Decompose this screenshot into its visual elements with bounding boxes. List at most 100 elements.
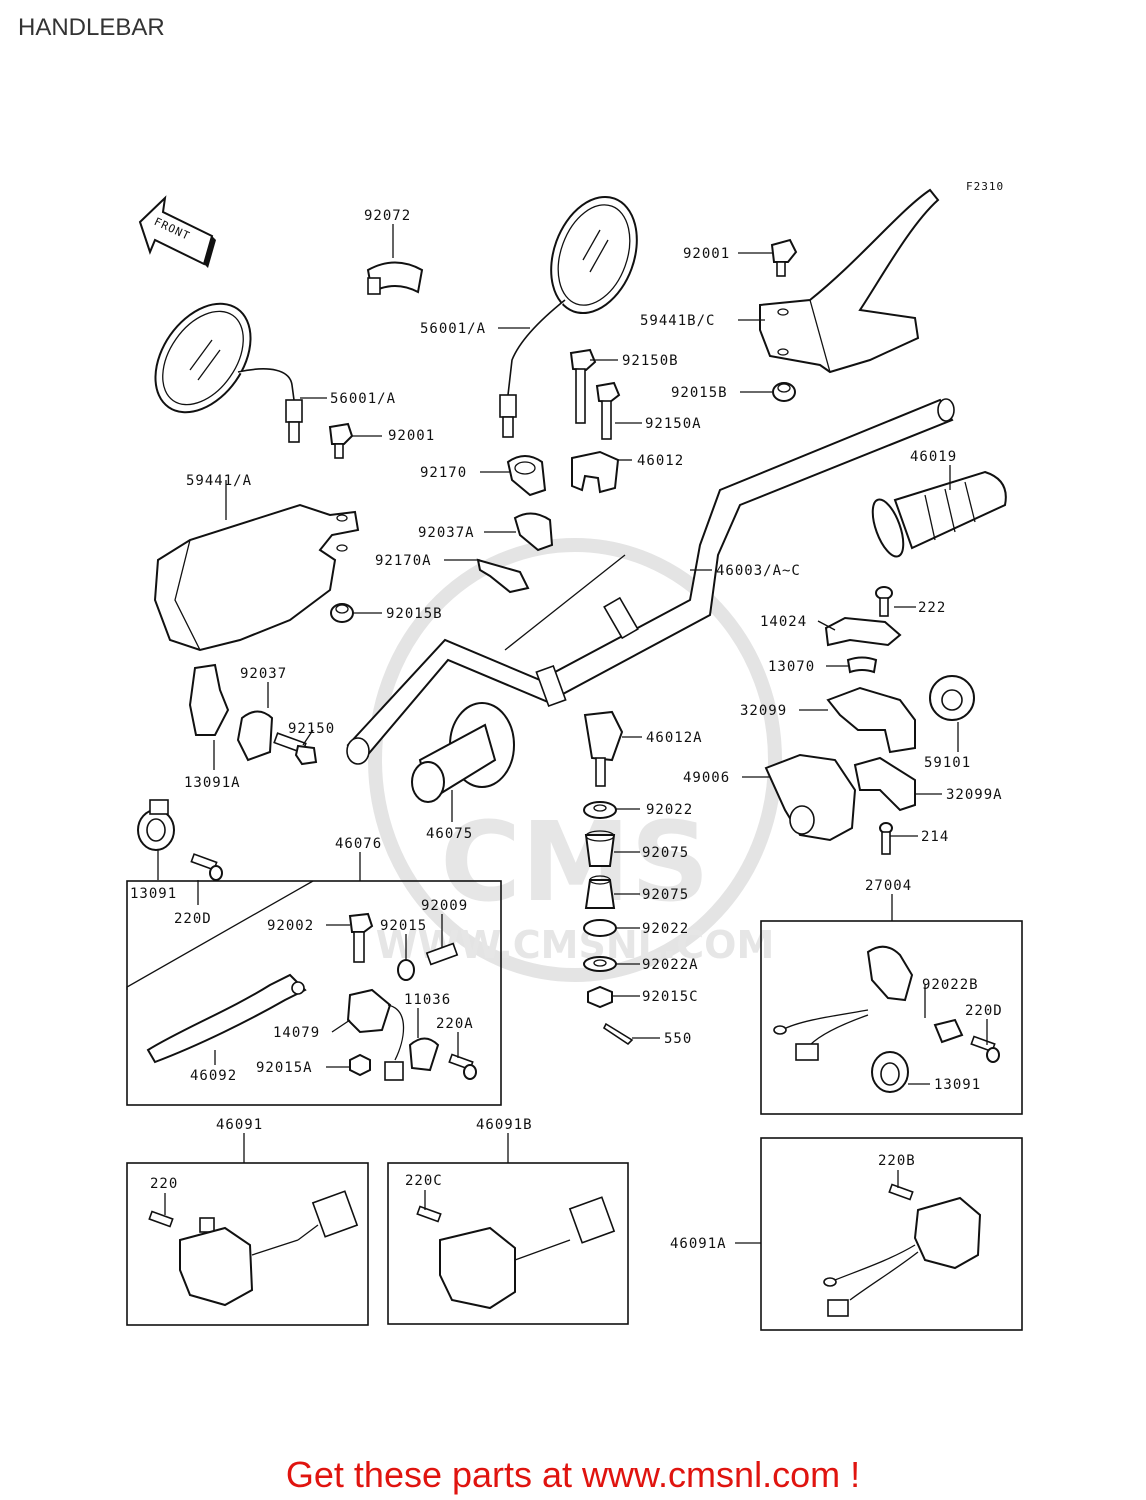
label-92001-left: 92001 <box>388 428 435 444</box>
grip-46019-part <box>871 470 1007 558</box>
label-46092: 46092 <box>190 1068 237 1084</box>
grip-46075-part <box>411 702 515 803</box>
switch-46091b-part <box>416 1196 616 1310</box>
label-92009: 92009 <box>421 898 468 914</box>
label-46091: 46091 <box>216 1117 263 1133</box>
case-49006-part <box>764 753 857 842</box>
pulley-59101-part <box>929 675 975 721</box>
label-92075-lower: 92075 <box>642 887 689 903</box>
figure-code: F2310 <box>966 180 1004 193</box>
label-13070: 13070 <box>768 659 815 675</box>
washer-92022-lower-part <box>583 919 617 937</box>
label-220a: 220A <box>436 1016 474 1032</box>
label-550: 550 <box>664 1031 692 1047</box>
label-92015b-left: 92015B <box>386 606 443 622</box>
adjuster-92009-part <box>425 942 459 966</box>
label-222: 222 <box>918 600 946 616</box>
box-46076-leader-frame <box>126 880 314 990</box>
label-92022-lower: 92022 <box>642 921 689 937</box>
holder-46012a-part <box>583 710 624 787</box>
switch-27004-part <box>773 945 914 1061</box>
watermark-logo-text: CMS <box>440 798 709 926</box>
label-92037a: 92037A <box>418 525 475 541</box>
label-11036: 11036 <box>404 992 451 1008</box>
nut-92015b-right-part <box>772 382 796 402</box>
label-46003: 46003/A~C <box>716 563 801 579</box>
handlebar-exploded-diagram: CMS WWW.CMSNL.COM F2310 FRONT <box>126 180 1023 1331</box>
label-56001a-left: 56001/A <box>330 391 396 407</box>
clip-92022b-part <box>933 1018 964 1044</box>
footer-promo-text[interactable]: Get these parts at www.cmsnl.com ! <box>285 1454 861 1495</box>
screw-214-part <box>879 822 893 855</box>
bolt-92001-left-part <box>328 422 354 459</box>
label-92015c: 92015C <box>642 989 699 1005</box>
label-92037: 92037 <box>240 666 287 682</box>
label-220: 220 <box>150 1176 178 1192</box>
label-46075: 46075 <box>426 826 473 842</box>
switch-11036-part <box>384 1004 440 1081</box>
label-13091-left: 13091 <box>130 886 177 902</box>
switch-box-46091 <box>126 1162 369 1326</box>
screw-222-part <box>875 586 893 617</box>
label-46091b: 46091B <box>476 1117 533 1133</box>
label-32099a: 32099A <box>946 787 1003 803</box>
label-13091-right: 13091 <box>934 1077 981 1093</box>
label-14024: 14024 <box>760 614 807 630</box>
bolt-92150-part <box>273 732 318 766</box>
bolt-92002-part <box>348 912 374 963</box>
label-14079: 14079 <box>273 1025 320 1041</box>
washer-92022a-part <box>583 956 617 972</box>
clamp-13091-right-part <box>871 1051 909 1093</box>
nut-92015b-left-part <box>330 603 354 623</box>
label-56001a-right: 56001/A <box>420 321 486 337</box>
bolt-92001-right-part <box>770 238 798 277</box>
clamp-92037-part <box>188 663 274 762</box>
bush-92075-upper-part <box>584 830 616 867</box>
bush-92075-lower-part <box>584 875 616 909</box>
part-number-labels: 92072 56001/A 56001/A 92001 59441B/C 921… <box>130 208 1003 1252</box>
label-92022-upper: 92022 <box>646 802 693 818</box>
bolt-92150a-part <box>595 381 621 440</box>
label-46091a: 46091A <box>670 1236 727 1252</box>
lever-46092-part <box>146 973 307 1064</box>
clamp-92072-part <box>366 261 424 295</box>
cover-14024-part <box>824 616 902 647</box>
cotter-pin-550-part <box>602 1022 634 1046</box>
clamp-92170a-part <box>476 558 530 594</box>
label-92170: 92170 <box>420 465 467 481</box>
right-mirror-part <box>499 195 638 438</box>
bracket-14079-part <box>346 988 392 1034</box>
switch-46091-part <box>148 1190 359 1307</box>
front-arrow-icon: FRONT <box>138 195 216 268</box>
label-46019: 46019 <box>910 449 957 465</box>
page-title: HANDLEBAR <box>18 14 165 41</box>
left-mirror-part <box>154 302 303 443</box>
label-92150: 92150 <box>288 721 335 737</box>
label-92170a: 92170A <box>375 553 432 569</box>
label-32099: 32099 <box>740 703 787 719</box>
label-220d-right: 220D <box>965 1003 1003 1019</box>
right-handguard-part <box>759 188 940 374</box>
cms-watermark-logo: CMS WWW.CMSNL.COM <box>368 538 782 982</box>
label-59101: 59101 <box>924 755 971 771</box>
label-92015: 92015 <box>380 918 427 934</box>
label-92002: 92002 <box>267 918 314 934</box>
label-59441bc: 59441B/C <box>640 313 715 329</box>
label-92001-right: 92001 <box>683 246 730 262</box>
handlebar-46003-part <box>346 398 955 765</box>
screw-220d-left-part <box>190 853 223 881</box>
label-92022a: 92022A <box>642 957 699 973</box>
lever-assembly-box-46076 <box>126 880 502 1106</box>
label-13091a: 13091A <box>184 775 241 791</box>
washer-92022-part <box>583 801 617 819</box>
label-92150b: 92150B <box>622 353 679 369</box>
label-92150a: 92150A <box>645 416 702 432</box>
nut-92015c-part <box>587 985 613 1009</box>
label-220b: 220B <box>878 1153 916 1169</box>
left-handguard-part <box>153 503 360 652</box>
label-220d-left: 220D <box>174 911 212 927</box>
ring-13070-part <box>846 656 878 674</box>
label-92072: 92072 <box>364 208 411 224</box>
label-59441a: 59441/A <box>186 473 252 489</box>
